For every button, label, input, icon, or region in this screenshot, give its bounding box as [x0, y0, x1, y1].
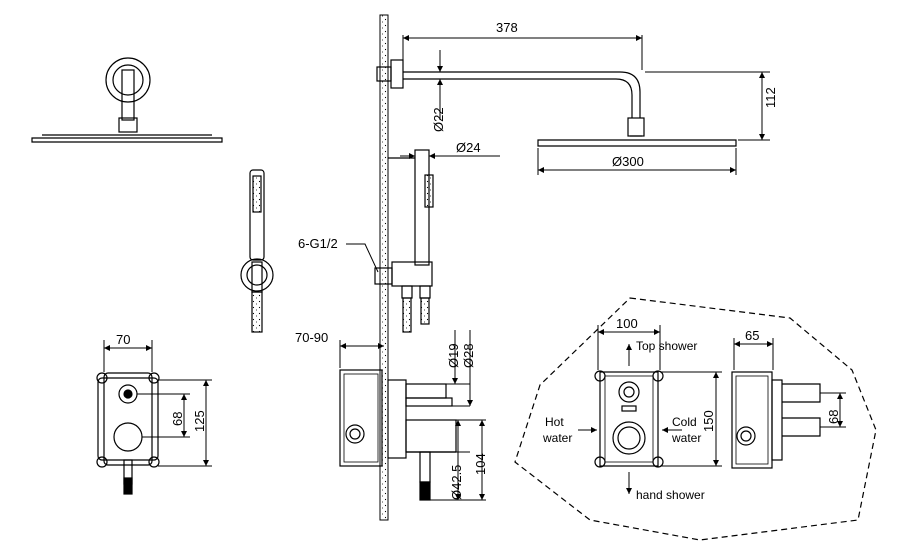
dim-head-diameter-label: Ø300	[612, 154, 644, 169]
dim-wall-depth-label: 70-90	[295, 330, 328, 345]
cold-water-label-2: water	[671, 431, 701, 445]
flow-arrows	[578, 344, 682, 494]
detail-outline	[514, 297, 877, 541]
dim-head-diameter	[537, 148, 737, 175]
top-shower-label: Top shower	[636, 339, 697, 353]
valve-box-side	[731, 371, 821, 469]
hand-shower	[240, 169, 274, 333]
handset-holder	[374, 149, 434, 333]
dim-plate-width-label: 70	[116, 332, 130, 347]
dim-arm-height	[645, 71, 770, 141]
cover-plate-front	[96, 372, 160, 495]
dim-box-side-spacing	[820, 392, 846, 428]
dim-plate-height-label: 125	[192, 410, 207, 432]
dim-box-height-label: 150	[701, 410, 716, 432]
dim-box-side-spacing-label: 68	[826, 410, 841, 424]
dim-lever-diameter-label: Ø42.5	[449, 465, 464, 500]
hand-shower-label: hand shower	[636, 488, 705, 502]
mixer-section	[339, 369, 457, 501]
connector-label: 6-G1/2	[298, 236, 338, 251]
dim-lever	[430, 419, 486, 501]
dim-spout-d19-label: Ø19	[446, 343, 461, 368]
dim-body-depth-label: 104	[473, 453, 488, 475]
dim-box-width	[597, 325, 661, 370]
cold-water-label-1: Cold	[672, 415, 697, 429]
dim-plate-spacing-label: 68	[170, 412, 185, 426]
dim-box-side-depth	[733, 338, 774, 370]
dim-box-side-depth-label: 65	[745, 328, 759, 343]
valve-box-front	[594, 370, 664, 468]
dim-box-height	[660, 371, 722, 467]
dim-plate-width	[103, 340, 153, 372]
dim-spout-d28-label: Ø28	[461, 343, 476, 368]
dim-box-width-label: 100	[616, 316, 638, 331]
dim-handset-diameter-label: Ø24	[456, 140, 481, 155]
dim-wall-depth	[339, 340, 384, 368]
connector-leader	[346, 243, 379, 273]
dim-arm-length	[402, 35, 643, 70]
dim-arm-length-label: 378	[496, 20, 518, 35]
dim-spout	[446, 330, 473, 407]
shower-arm-side-view	[376, 59, 737, 147]
hot-water-label-1: Hot	[545, 415, 564, 429]
dim-arm-diameter-label: Ø22	[431, 107, 446, 132]
dim-plate-height	[137, 379, 212, 467]
dim-arm-height-label: 112	[763, 87, 778, 108]
shower-head-front	[31, 57, 223, 143]
hot-water-label-2: water	[542, 431, 572, 445]
